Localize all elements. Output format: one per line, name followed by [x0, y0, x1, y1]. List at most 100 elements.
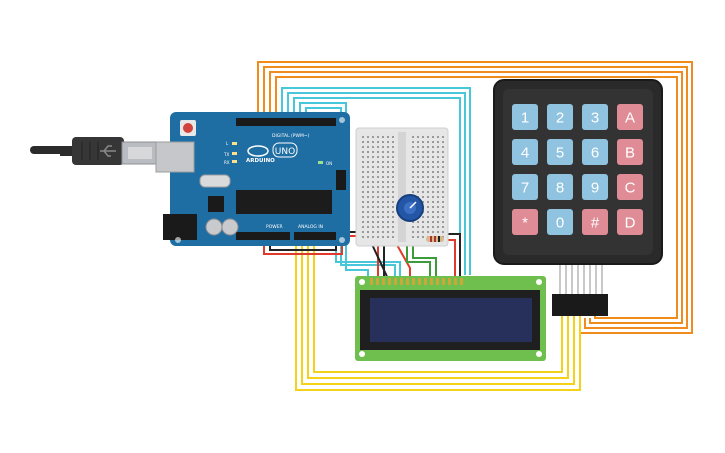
breadboard-hole: [417, 226, 419, 228]
keypad-key[interactable]: [617, 174, 643, 200]
power-header: [236, 232, 290, 240]
keypad-key[interactable]: [547, 139, 573, 165]
breadboard-hole: [367, 206, 369, 208]
breadboard-hole: [417, 221, 419, 223]
keypad-key[interactable]: [582, 209, 608, 235]
breadboard-hole: [387, 146, 389, 148]
breadboard-hole: [387, 226, 389, 228]
breadboard-hole: [437, 201, 439, 203]
breadboard-hole: [412, 161, 414, 163]
breadboard-hole: [412, 226, 414, 228]
breadboard-hole: [377, 231, 379, 233]
breadboard-hole: [362, 191, 364, 193]
breadboard-hole: [372, 181, 374, 183]
breadboard-hole: [412, 191, 414, 193]
breadboard-hole: [442, 216, 444, 218]
breadboard-hole: [362, 166, 364, 168]
breadboard-hole: [432, 156, 434, 158]
keypad-key-label: 0: [556, 215, 564, 232]
lcd-pin: [394, 278, 397, 285]
breadboard-hole: [372, 141, 374, 143]
breadboard-hole: [372, 206, 374, 208]
lcd-mount-hole: [536, 351, 542, 357]
breadboard-hole: [442, 181, 444, 183]
lcd-mount-hole: [359, 279, 365, 285]
keypad-key[interactable]: [547, 104, 573, 130]
wire-cyan-3: [293, 97, 461, 275]
breadboard-hole: [422, 136, 424, 138]
keypad-key[interactable]: [547, 209, 573, 235]
rx-label: RX: [224, 160, 230, 165]
breadboard-hole: [387, 196, 389, 198]
keypad-key-label: *: [522, 215, 528, 232]
breadboard-hole: [412, 171, 414, 173]
keypad-key[interactable]: [512, 139, 538, 165]
breadboard-hole: [417, 151, 419, 153]
keypad-key[interactable]: [617, 139, 643, 165]
keypad-key[interactable]: [582, 139, 608, 165]
wire-black-k: [448, 233, 461, 283]
breadboard-hole: [422, 156, 424, 158]
breadboard-hole: [427, 216, 429, 218]
mount-hole: [175, 237, 181, 243]
lcd-module: [355, 276, 546, 361]
breadboard-hole: [417, 146, 419, 148]
breadboard-hole: [367, 181, 369, 183]
keypad-key-label: 6: [591, 145, 599, 162]
breadboard-hole: [422, 176, 424, 178]
keypad-key[interactable]: [582, 174, 608, 200]
breadboard-hole: [417, 161, 419, 163]
wire-orange-3: [269, 71, 683, 324]
keypad-key[interactable]: [512, 104, 538, 130]
breadboard-hole: [442, 206, 444, 208]
breadboard-hole: [432, 141, 434, 143]
breadboard-hole: [442, 211, 444, 213]
breadboard-hole: [432, 136, 434, 138]
breadboard-hole: [427, 181, 429, 183]
breadboard-hole: [372, 236, 374, 238]
breadboard-hole: [377, 171, 379, 173]
regulator: [208, 196, 224, 212]
breadboard-hole: [422, 236, 424, 238]
uno-label: UNO: [275, 147, 295, 157]
breadboard-hole: [382, 186, 384, 188]
breadboard-hole: [412, 151, 414, 153]
breadboard-hole: [372, 221, 374, 223]
breadboard-hole: [392, 171, 394, 173]
breadboard-holes: [362, 136, 444, 238]
breadboard-hole: [367, 141, 369, 143]
breadboard-hole: [362, 156, 364, 158]
wire-green-lcd-2: [412, 236, 437, 283]
breadboard-hole: [427, 221, 429, 223]
breadboard-hole: [412, 141, 414, 143]
breadboard-hole: [392, 211, 394, 213]
breadboard-hole: [442, 136, 444, 138]
keypad-key[interactable]: [582, 104, 608, 130]
breadboard-hole: [427, 171, 429, 173]
breadboard-hole: [442, 221, 444, 223]
breadboard-hole: [382, 226, 384, 228]
breadboard-hole: [422, 146, 424, 148]
keypad-key[interactable]: [547, 174, 573, 200]
breadboard-hole: [422, 231, 424, 233]
keypad-key[interactable]: [617, 209, 643, 235]
breadboard-hole: [367, 186, 369, 188]
keypad-key[interactable]: [617, 104, 643, 130]
breadboard-hole: [437, 206, 439, 208]
breadboard-hole: [412, 176, 414, 178]
breadboard-hole: [367, 166, 369, 168]
capacitor-1: [205, 218, 223, 236]
keypad-key[interactable]: [512, 174, 538, 200]
keypad-key[interactable]: [512, 209, 538, 235]
breadboard-hole: [437, 171, 439, 173]
breadboard-hole: [387, 186, 389, 188]
usb-port: [155, 141, 195, 173]
breadboard-hole: [442, 186, 444, 188]
breadboard-hole: [362, 206, 364, 208]
breadboard-hole: [422, 216, 424, 218]
breadboard-hole: [382, 136, 384, 138]
arduino-uno: DIGITAL (PWM~) ARDUINO UNO POWER ANALOG …: [155, 112, 350, 246]
wire-yellow-3: [307, 242, 569, 379]
breadboard-hole: [392, 166, 394, 168]
breadboard-hole: [437, 141, 439, 143]
